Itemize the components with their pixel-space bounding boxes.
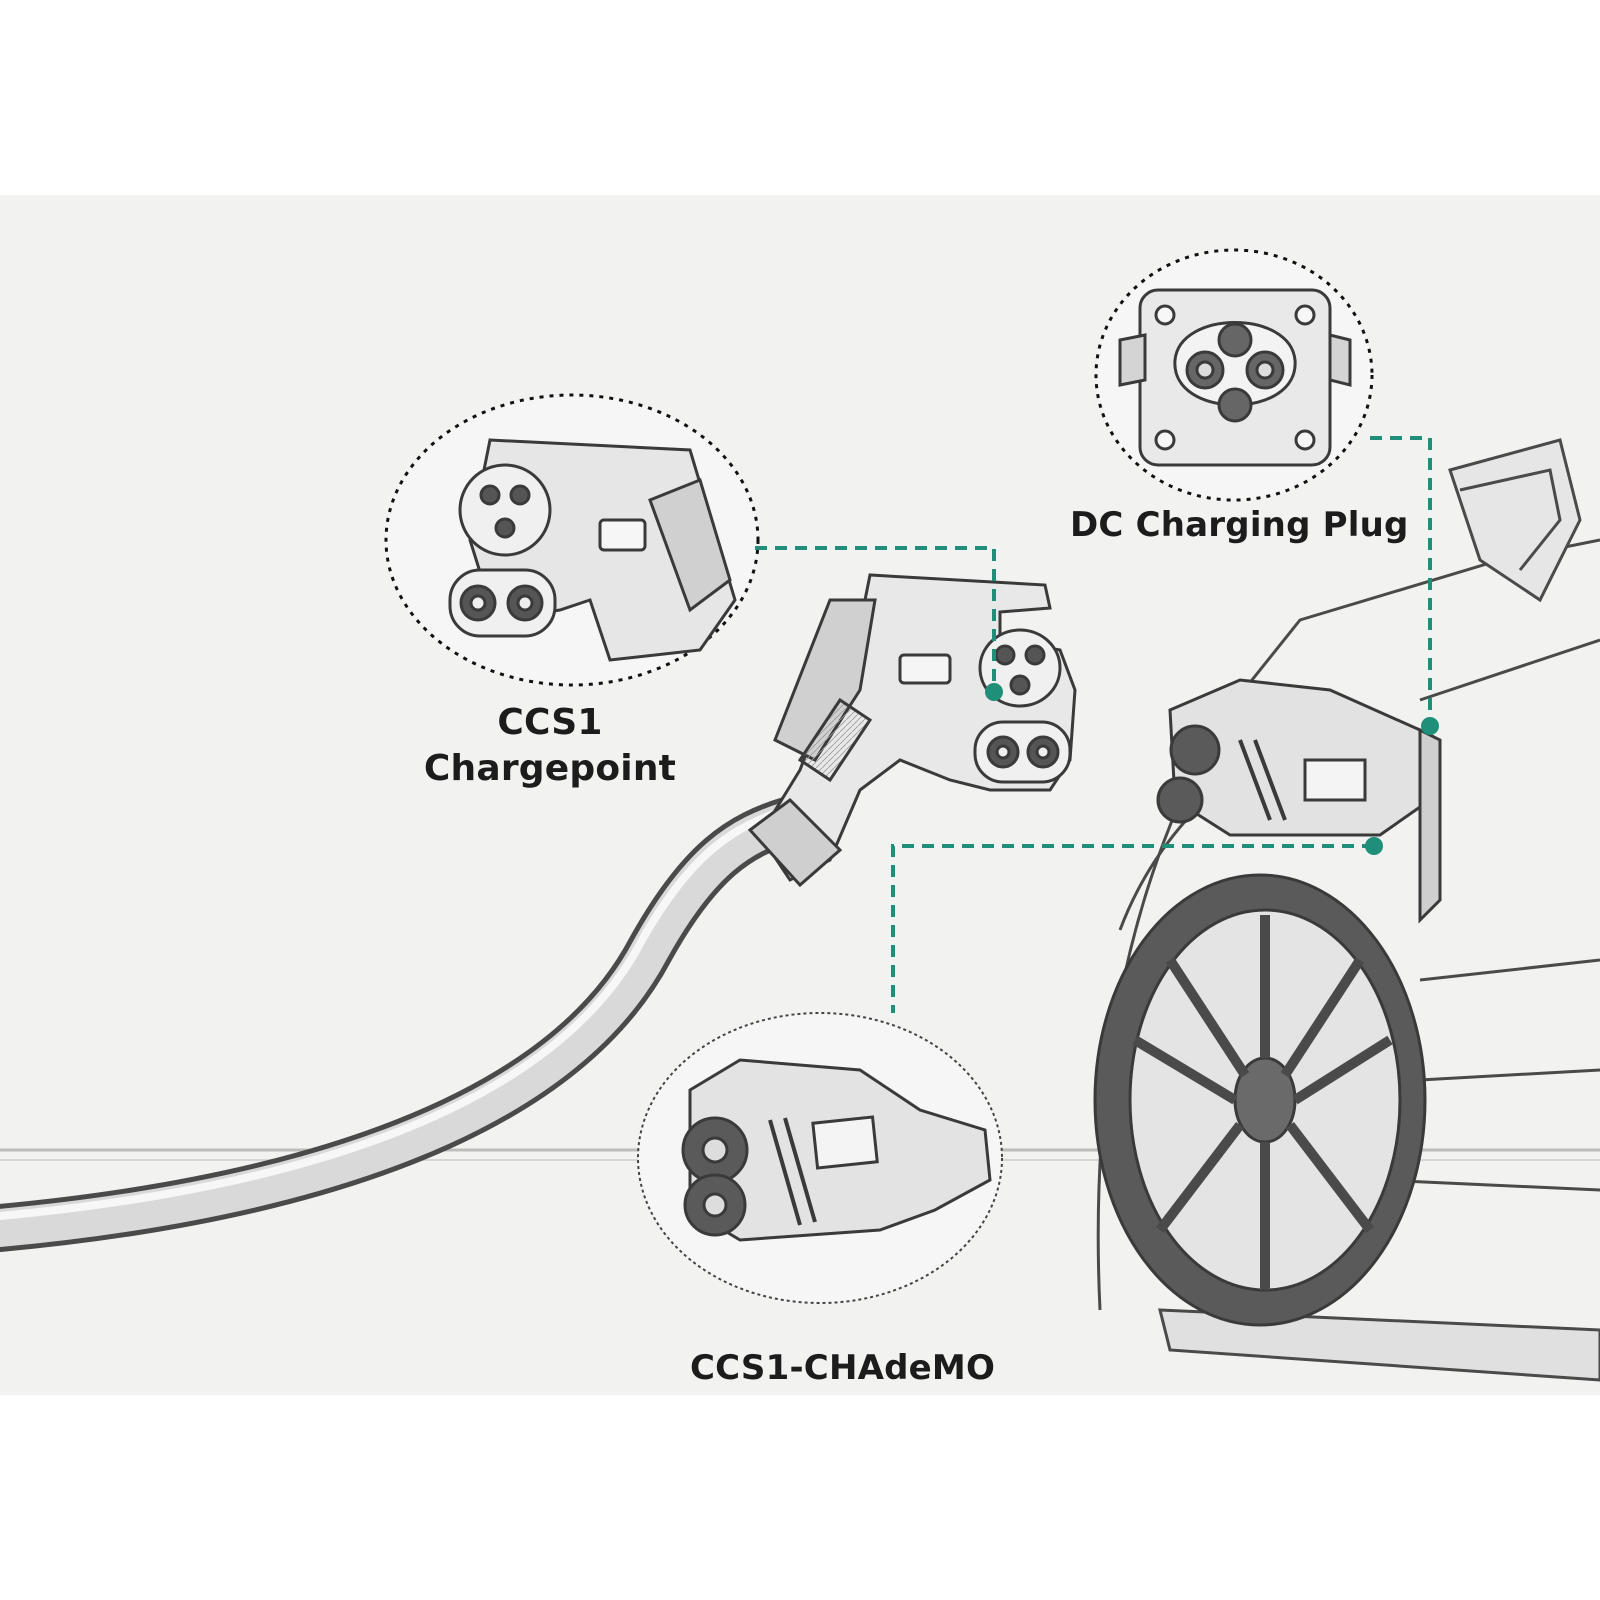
leader-dc	[1370, 436, 1432, 726]
dc-charging-plug-label: DC Charging Plug	[1070, 505, 1409, 545]
charging-cable	[0, 796, 814, 1252]
callout-dc-plug	[1094, 248, 1374, 502]
ccs1-label-line2: Chargepoint	[423, 748, 677, 789]
ccs1-chademo-label: CCS1-CHAdeMO	[690, 1348, 996, 1388]
wheel-sketch	[1093, 873, 1427, 1327]
callout-chademo	[637, 1012, 1003, 1304]
ccs1-chargepoint-label: CCS1 Chargepoint	[410, 700, 690, 792]
ccs1-handle-sketch	[747, 573, 1077, 888]
adapter-on-car-sketch	[1156, 678, 1442, 924]
callout-ccs1	[384, 393, 760, 687]
leader-lines	[755, 436, 1432, 1013]
ccs1-label-line1: CCS1	[497, 702, 603, 743]
leader-chademo	[891, 844, 1374, 1013]
